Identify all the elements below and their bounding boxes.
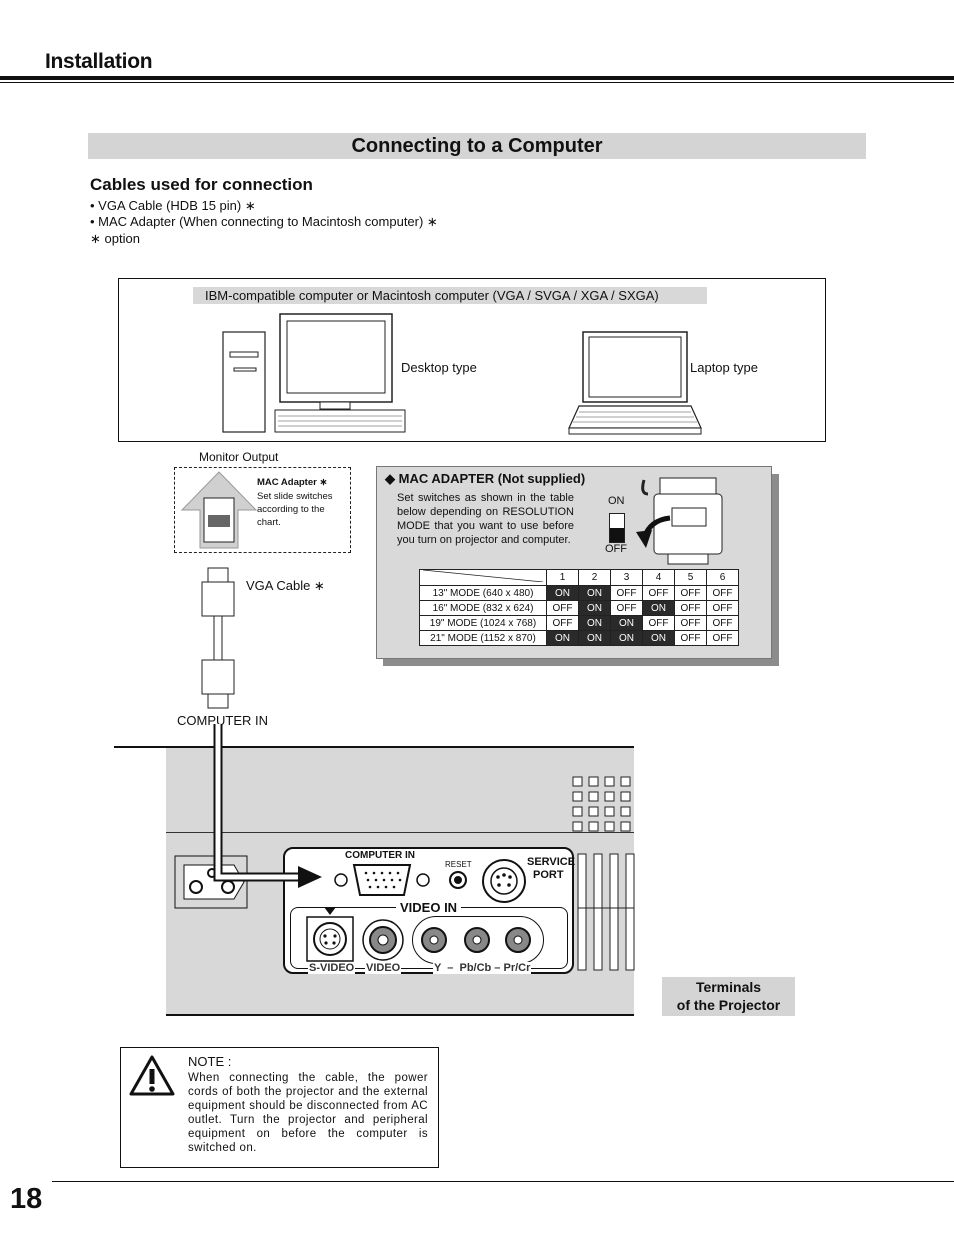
switch-cell: OFF xyxy=(610,600,643,616)
s-video-port-icon[interactable] xyxy=(304,905,356,963)
table-row: 13" MODE (640 x 480) ON ON OFF OFF OFF O… xyxy=(419,585,739,601)
table-header: 4 xyxy=(642,569,675,586)
switch-cell: OFF xyxy=(546,600,579,616)
video-label: VIDEO xyxy=(365,962,402,974)
vent-grid-icon xyxy=(572,776,631,832)
service-label: SERVICE xyxy=(527,856,576,868)
port-label: PORT xyxy=(533,869,564,881)
table-header: 6 xyxy=(706,569,739,586)
switch-cell: ON xyxy=(642,600,675,616)
slide-switch-icon xyxy=(609,513,625,543)
page-number: 18 xyxy=(10,1183,43,1215)
switch-on-label: ON xyxy=(608,495,625,507)
switch-cell: ON xyxy=(610,630,643,646)
section-title: Installation xyxy=(45,50,153,73)
switch-cell: ON xyxy=(546,630,579,646)
up-arrow-icon xyxy=(180,471,258,549)
switch-cell: ON xyxy=(578,600,611,616)
monitor-output-label: Monitor Output xyxy=(199,450,279,464)
switch-cell: ON xyxy=(642,630,675,646)
s-video-label: S-VIDEO xyxy=(308,962,356,974)
vga-cable-label: VGA Cable ∗ xyxy=(246,578,325,593)
switch-cell: OFF xyxy=(610,585,643,601)
mode-cell: 19" MODE (1024 x 768) xyxy=(419,615,547,631)
table-row: 16" MODE (832 x 624) OFF ON OFF ON OFF O… xyxy=(419,600,739,616)
computer-label: IBM-compatible computer or Macintosh com… xyxy=(193,287,707,304)
footer-rule xyxy=(52,1181,954,1182)
reset-label: RESET xyxy=(445,860,472,869)
mac-panel-title: ◆ MAC ADAPTER (Not supplied) xyxy=(385,471,586,486)
switch-cell: OFF xyxy=(546,615,579,631)
option-note: ∗ option xyxy=(90,231,140,246)
table-header: 2 xyxy=(578,569,611,586)
switch-table: 1 2 3 4 5 6 13" MODE (640 x 480) ON ON O… xyxy=(419,569,739,646)
mac-adapter-small-title: MAC Adapter ∗ xyxy=(257,477,328,488)
note-body: When connecting the cable, the power cor… xyxy=(188,1072,428,1154)
computer-in-label: COMPUTER IN xyxy=(177,713,268,728)
switch-cell: OFF xyxy=(706,585,739,601)
table-row: 21" MODE (1152 x 870) ON ON ON ON OFF OF… xyxy=(419,630,739,646)
switch-cell: ON xyxy=(578,630,611,646)
switch-cell: ON xyxy=(610,615,643,631)
table-row: 19" MODE (1024 x 768) OFF ON ON OFF OFF … xyxy=(419,615,739,631)
switch-cell: OFF xyxy=(706,600,739,616)
panel-divider xyxy=(166,832,634,833)
connection-arrow xyxy=(213,724,322,888)
table-corner-cell xyxy=(419,569,547,586)
panel-top-edge xyxy=(114,746,634,748)
laptop-computer-icon xyxy=(568,331,702,435)
header-rule xyxy=(0,76,954,80)
mode-cell: 16" MODE (832 x 624) xyxy=(419,600,547,616)
desktop-label: Desktop type xyxy=(401,360,477,375)
table-diagonal xyxy=(422,569,544,583)
note-title: NOTE : xyxy=(188,1054,232,1069)
panel-bottom-edge xyxy=(166,1014,634,1016)
reset-button[interactable] xyxy=(449,871,467,889)
desktop-computer-icon xyxy=(222,313,406,433)
terminals-line2: of the Projector xyxy=(676,997,781,1013)
mac-adapter-icon xyxy=(636,477,723,565)
vga-cable-icon xyxy=(201,567,235,709)
switch-cell: OFF xyxy=(642,615,675,631)
video-in-label: VIDEO IN xyxy=(396,900,462,915)
switch-cell: OFF xyxy=(706,615,739,631)
switch-cell: OFF xyxy=(706,630,739,646)
laptop-label: Laptop type xyxy=(690,360,758,375)
warning-icon xyxy=(129,1055,175,1096)
note-box xyxy=(120,1047,439,1168)
table-header: 3 xyxy=(610,569,643,586)
terminals-line1: Terminals xyxy=(695,979,762,995)
mac-adapter-small-text: Set slide switches according to the char… xyxy=(257,491,333,528)
switch-cell: ON xyxy=(578,615,611,631)
terminals-caption: Terminals of the Projector xyxy=(662,977,795,1016)
terminal-computer-in-label: COMPUTER IN xyxy=(345,850,415,861)
computer-in-port-icon[interactable] xyxy=(330,861,434,899)
power-socket-icon xyxy=(174,855,248,909)
component-label: Y – Pb/Cb – Pr/Cr xyxy=(433,962,532,974)
video-port-icon[interactable] xyxy=(360,917,406,963)
cable-item-mac: • MAC Adapter (When connecting to Macint… xyxy=(90,214,438,229)
switch-cell: OFF xyxy=(674,600,707,616)
switch-off-label: OFF xyxy=(605,543,627,555)
mode-cell: 13" MODE (640 x 480) xyxy=(419,585,547,601)
mac-panel-body: Set switches as shown in the table below… xyxy=(397,492,574,546)
switch-cell: OFF xyxy=(674,630,707,646)
header-rule-thin xyxy=(0,82,954,83)
component-ports-icon[interactable] xyxy=(416,922,540,958)
page-banner: Connecting to a Computer xyxy=(88,133,866,159)
switch-cell: ON xyxy=(546,585,579,601)
switch-cell: OFF xyxy=(674,585,707,601)
service-port-icon[interactable] xyxy=(481,858,527,904)
vent-slots-icon xyxy=(577,853,635,971)
table-header: 5 xyxy=(674,569,707,586)
switch-cell: OFF xyxy=(642,585,675,601)
computer-box xyxy=(118,278,826,442)
cables-heading: Cables used for connection xyxy=(90,175,313,194)
mode-cell: 21" MODE (1152 x 870) xyxy=(419,630,547,646)
table-header: 1 xyxy=(546,569,579,586)
switch-cell: ON xyxy=(578,585,611,601)
switch-cell: OFF xyxy=(674,615,707,631)
cable-item-vga: • VGA Cable (HDB 15 pin) ∗ xyxy=(90,198,256,213)
mac-adapter-dashed-box xyxy=(174,467,351,553)
